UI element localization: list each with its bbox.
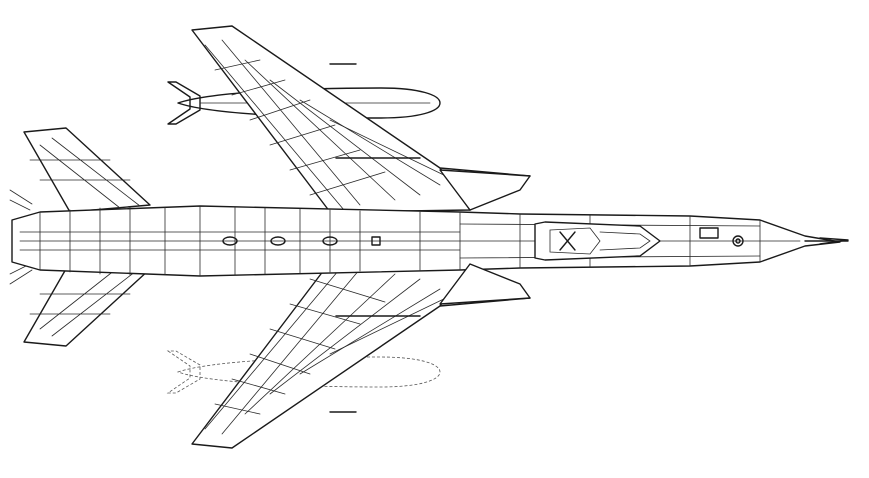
exhaust-lines bbox=[9, 189, 33, 285]
canopy bbox=[534, 221, 719, 261]
nose-probe bbox=[804, 237, 849, 245]
fuselage bbox=[11, 205, 841, 277]
horizontal-stabilizers bbox=[23, 127, 151, 347]
upper-main-wing bbox=[191, 25, 531, 213]
intake-gloves bbox=[439, 169, 531, 305]
